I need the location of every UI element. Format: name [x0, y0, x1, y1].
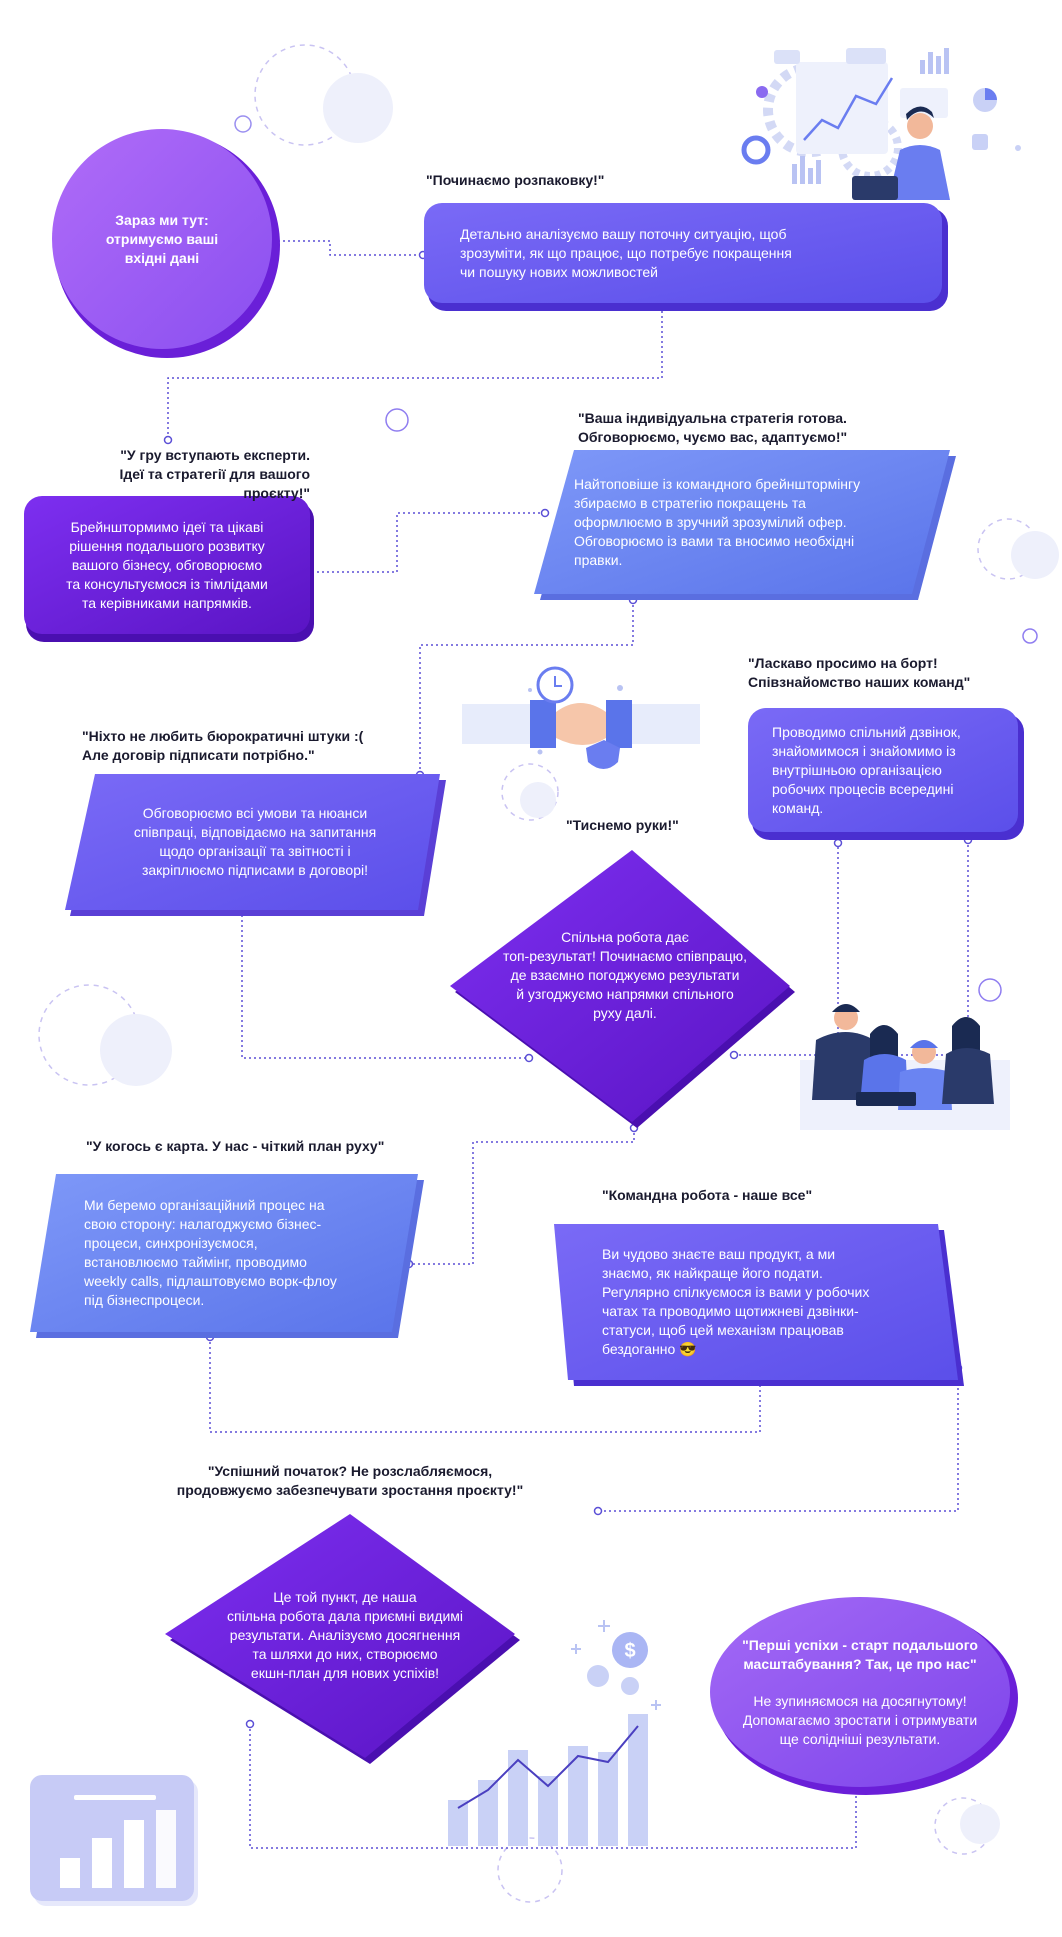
growth-title: "Успішний початок? Не розслабляємося, пр… [176, 1463, 524, 1498]
onboard-step: Проводимо спільний дзвінок, знайомимося … [748, 708, 1018, 832]
experts-title: "У гру вступають експерти. Ідеї та страт… [119, 447, 310, 501]
handshake-step-text: Спільна робота дає топ-результат! Почина… [502, 928, 748, 1021]
growth-step: Це той пункт, де наша спільна робота дал… [190, 1565, 500, 1705]
plan-step-text: Ми беремо організаційний процес на свою … [84, 1197, 337, 1308]
teamwork-step: Ви чудово знаєте ваш продукт, а ми знаєм… [580, 1224, 950, 1380]
step-shapes [24, 129, 1024, 1795]
team-illustration-icon [800, 1004, 1010, 1130]
unpack-title: "Починаємо розпаковку!" [426, 172, 605, 188]
strategy-title: "Ваша індивідуальна стратегія готова. Об… [578, 410, 848, 445]
onboard-title: "Ласкаво просимо на борт! Співзнайомство… [748, 655, 971, 690]
decorative-circles [38, 44, 1059, 1903]
success-title: "Перші успіхи - старт подальшого масштаб… [742, 1636, 978, 1672]
contract-step: Обговорюємо всі умови та нюанси співпрац… [80, 774, 430, 910]
handshake-step: Спільна робота дає топ-результат! Почина… [470, 900, 780, 1050]
success-step: "Перші успіхи - старт подальшого масштаб… [710, 1597, 1010, 1787]
svg-text:$: $ [624, 1640, 635, 1662]
contract-step-text: Обговорюємо всі умови та нюанси співпрац… [133, 805, 377, 878]
strategy-step-text: Найтоповіше із командного брейнштормінгу… [574, 475, 861, 568]
unpack-step-text: Детально аналізуємо вашу поточну ситуаці… [460, 225, 792, 280]
growth-step-text: Це той пункт, де наша спільна робота дал… [226, 1588, 464, 1681]
unpack-step: Детально аналізуємо вашу поточну ситуаці… [424, 203, 942, 303]
plan-step: Ми беремо організаційний процес на свою … [60, 1174, 400, 1332]
strategy-step: Найтоповіше із командного брейнштормінгу… [560, 450, 920, 594]
analytics-illustration-icon [741, 48, 1021, 200]
contract-title: "Ніхто не любить бюрократичні штуки :( А… [82, 728, 364, 763]
success-step-text: Не зупиняємося на досягнутому! Допомагає… [742, 1692, 978, 1747]
experts-step: Брейнштормимо ідеї та цікаві рішення под… [24, 496, 310, 634]
handshake-title: "Тиснемо руки!" [566, 817, 679, 833]
experts-step-text: Брейнштормимо ідеї та цікаві рішення под… [66, 518, 268, 611]
teamwork-title: "Командна робота - наше все" [602, 1187, 813, 1203]
bar-chart-card-icon [30, 1775, 198, 1906]
start-step-text: Зараз ми тут: отримуємо ваші вхідні дані [105, 211, 219, 266]
start-step: Зараз ми тут: отримуємо ваші вхідні дані [52, 129, 272, 349]
plan-title: "У когось є карта. У нас - чіткий план р… [86, 1138, 385, 1154]
growth-chart-illustration-icon: $ [448, 1620, 661, 1846]
teamwork-step-text: Ви чудово знаєте ваш продукт, а ми знаєм… [602, 1246, 870, 1357]
handshake-illustration-icon [462, 666, 700, 769]
onboard-step-text: Проводимо спільний дзвінок, знайомимося … [772, 723, 961, 816]
